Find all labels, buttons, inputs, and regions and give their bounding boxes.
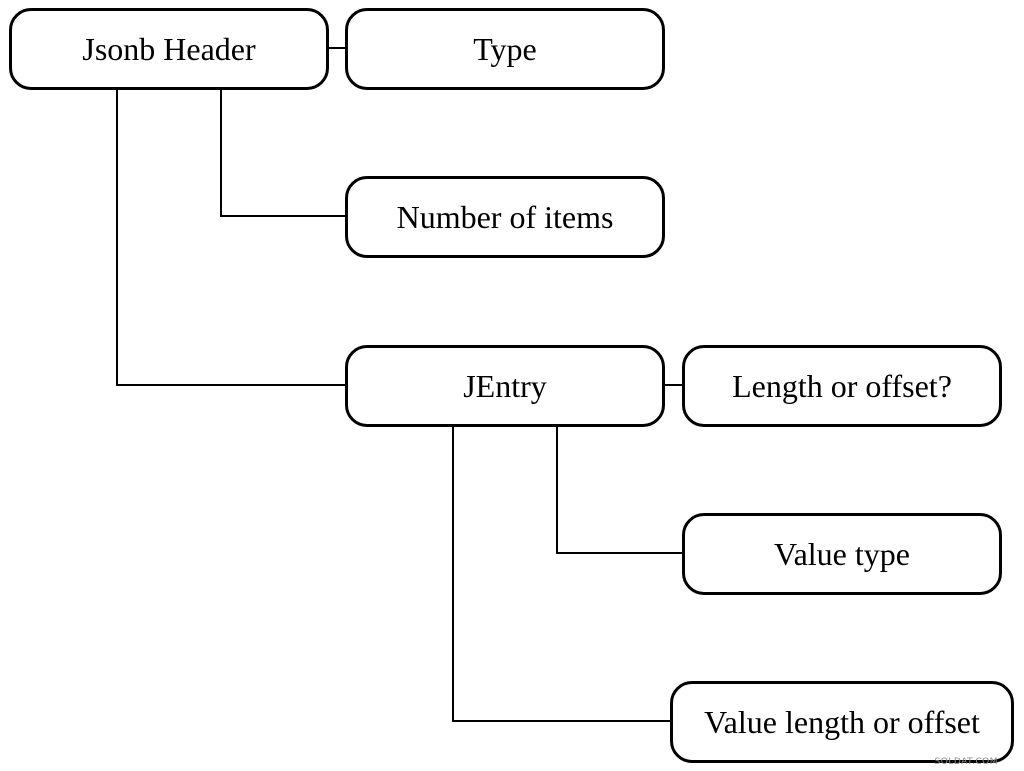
node-label: Length or offset? [732,367,952,404]
node-label: JEntry [463,367,547,404]
node-label: Value length or offset [704,703,980,740]
node-label: Value type [774,535,910,572]
node-type: Type [345,8,665,90]
connector-jentry-valuetype [556,427,682,554]
node-jentry: JEntry [345,345,665,427]
node-value-type: Value type [682,513,1002,595]
node-length-or-offset: Length or offset? [682,345,1002,427]
node-label: Jsonb Header [82,30,256,67]
node-label: Number of items [396,198,614,235]
connector-header-jentry [116,90,345,386]
connector-jentry-valuelength [452,427,670,722]
node-jsonb-header: Jsonb Header [9,8,329,90]
connector-header-number [220,90,345,217]
watermark: SOLDAT.COM [934,757,998,767]
node-label: Type [473,30,537,67]
node-number-of-items: Number of items [345,176,665,258]
node-value-length-or-offset: Value length or offset [670,681,1014,763]
